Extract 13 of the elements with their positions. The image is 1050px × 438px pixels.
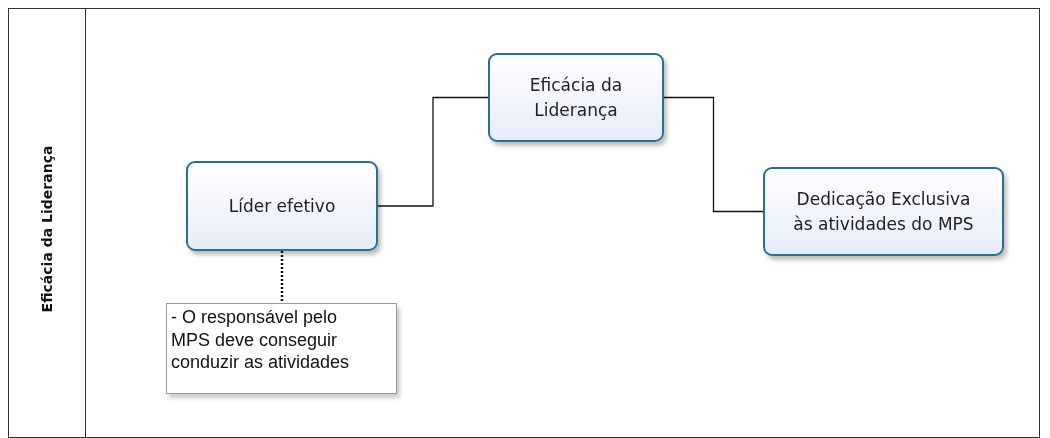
annotation-box: [166, 303, 397, 394]
swimlane: [8, 8, 1040, 438]
connector: [377, 96, 489, 207]
box-label: Eficácia da Liderança: [528, 73, 624, 122]
task-box: [488, 53, 664, 142]
task-box: [763, 167, 1004, 256]
connector: [280, 251, 284, 303]
box-label: Líder efetivo: [228, 194, 336, 218]
box-label: Dedicação Exclusiva às atividades do MPS: [792, 187, 975, 236]
task-box: [186, 161, 378, 251]
box-label: - O responsável pelo MPS deve conseguir conduzir as atividades: [171, 307, 350, 372]
lane-title: Eficácia da Liderança: [39, 145, 55, 313]
connector: [663, 96, 764, 213]
